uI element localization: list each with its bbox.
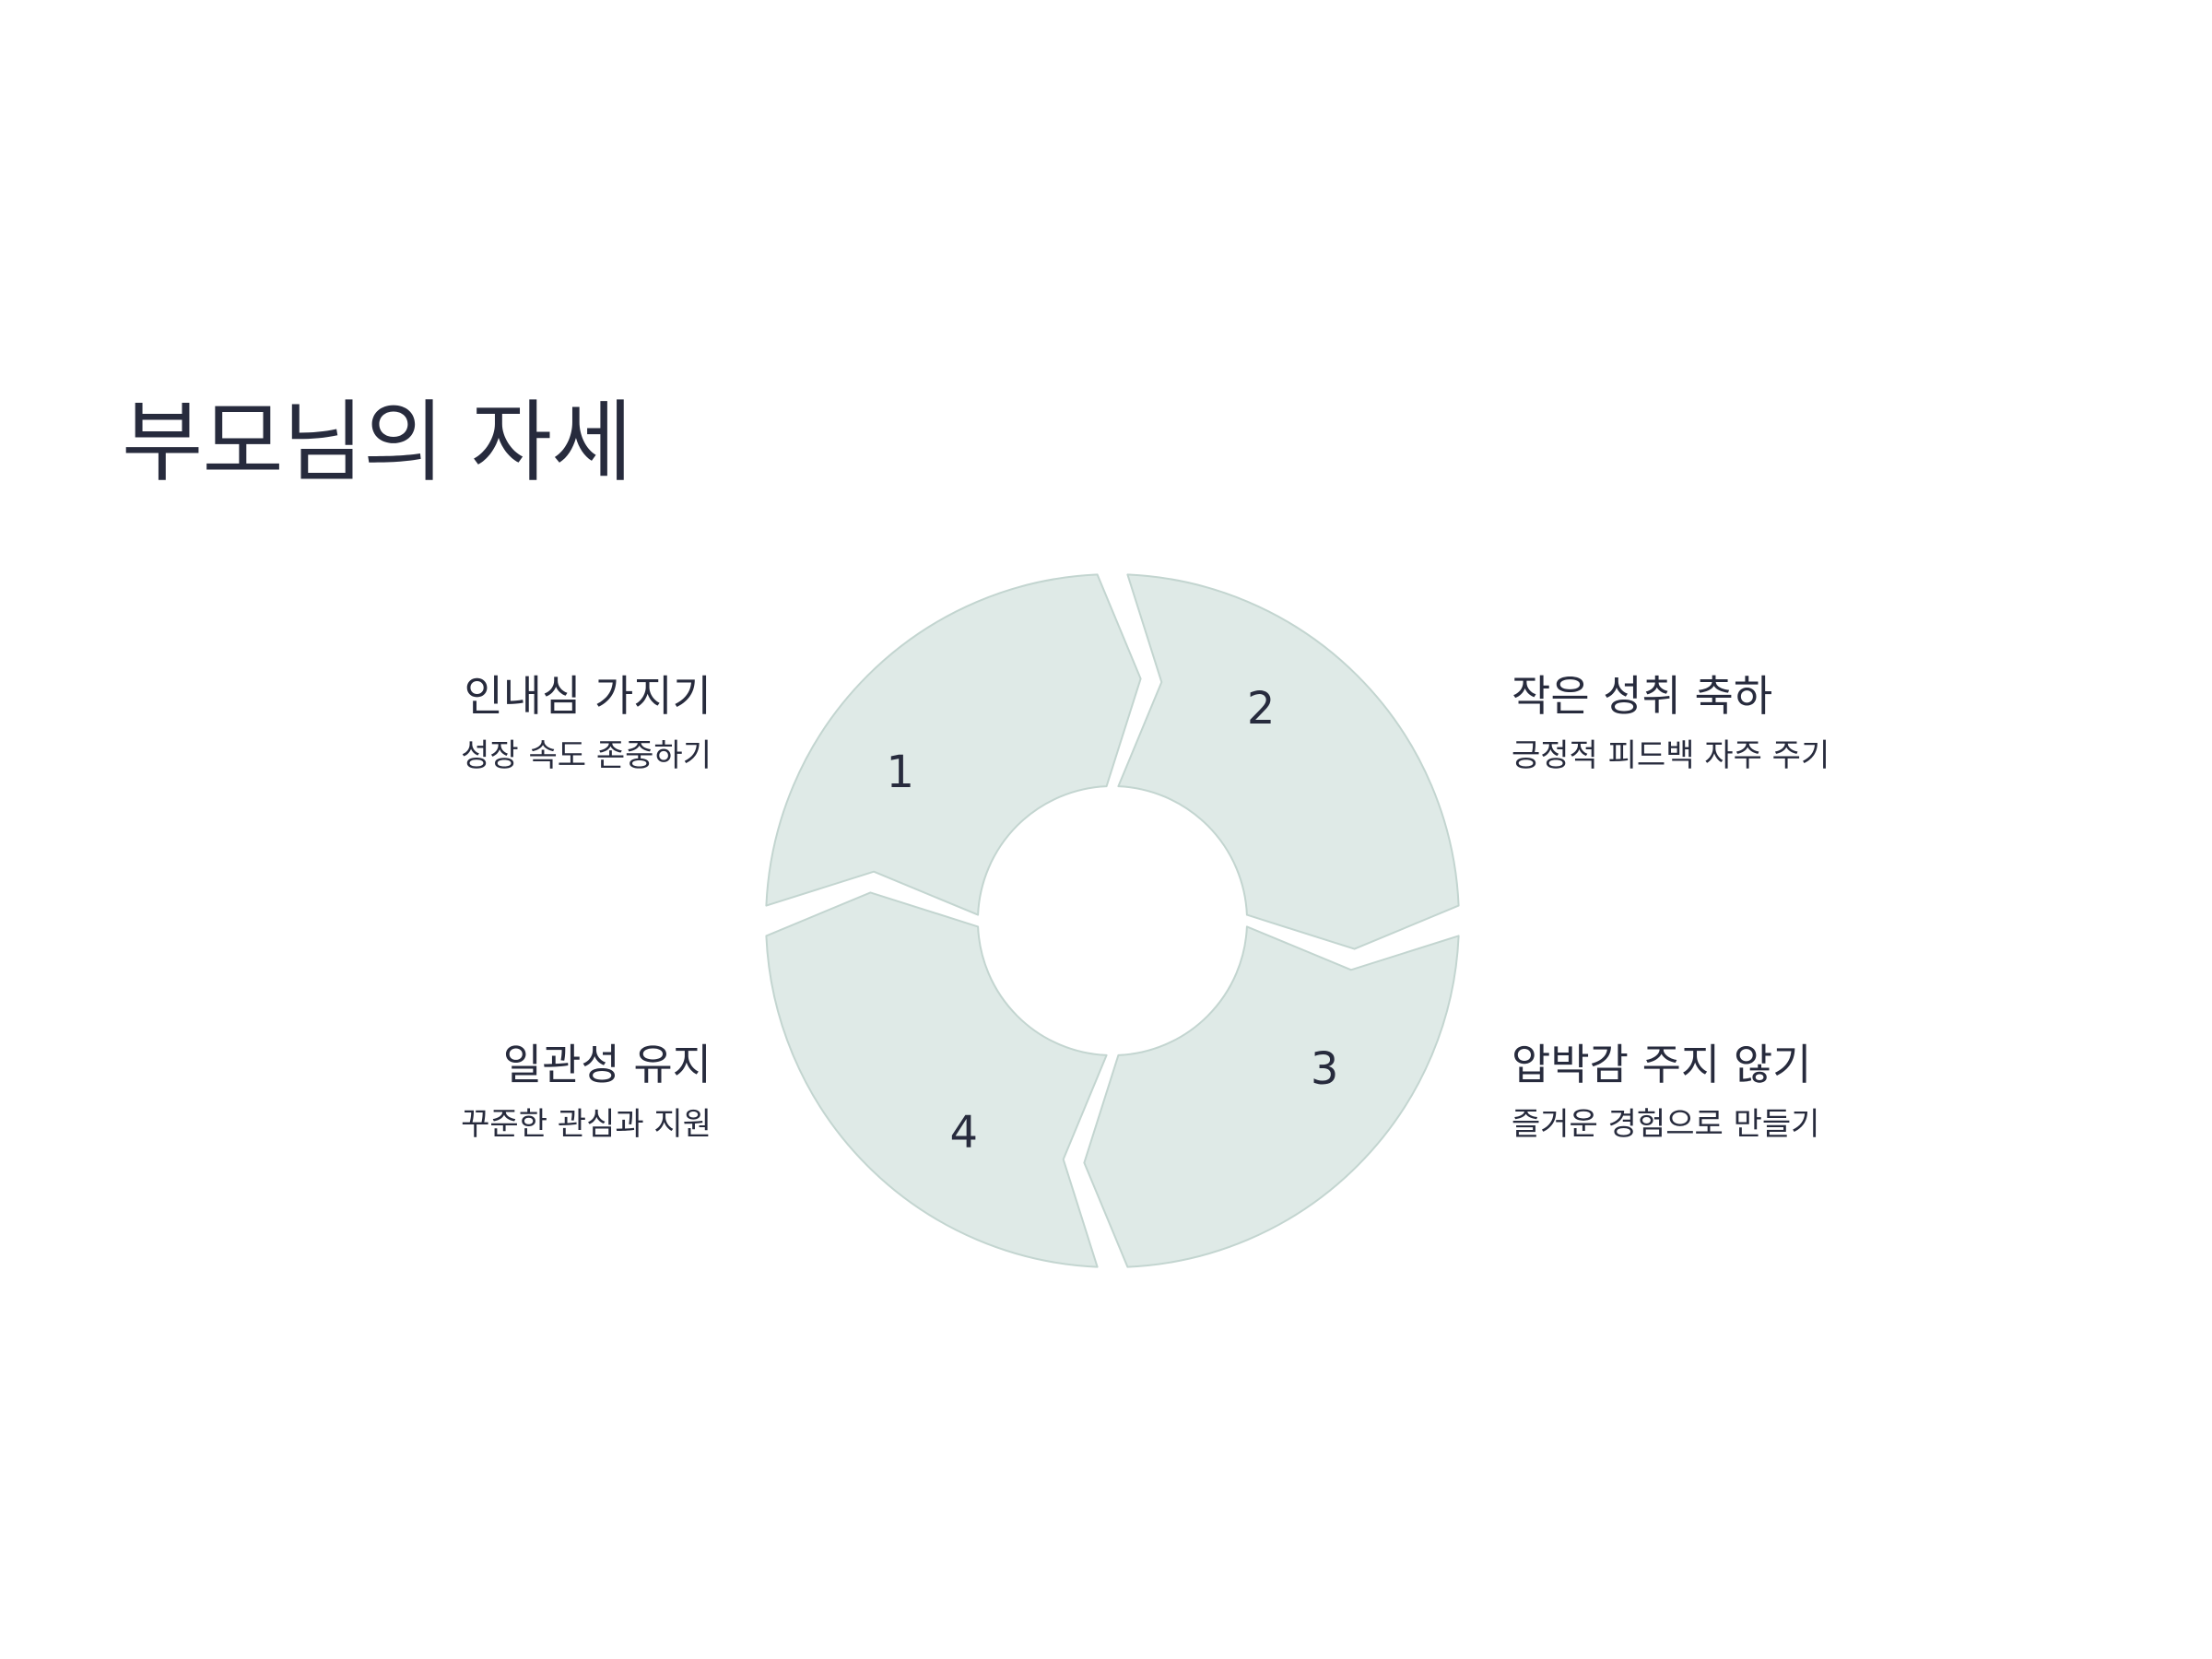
step-2: 작은 성취 축하 긍정적 피드백 자주 주기 (1512, 671, 1991, 776)
cycle-number-4: 4 (950, 1107, 979, 1159)
cycle-segment-4 (765, 891, 1108, 1268)
step-2-description: 긍정적 피드백 자주 주기 (1512, 737, 1830, 775)
cycle-number-1: 1 (887, 747, 915, 798)
step-3: 압박감 주지 않기 즐거운 경험으로 만들기 (1512, 1040, 1991, 1145)
step-3-description: 즐거운 경험으로 만들기 (1512, 1106, 1820, 1144)
step-3-heading: 압박감 주지 않기 (1512, 1040, 1812, 1089)
cycle-segment-2 (1117, 573, 1460, 950)
cycle-segment-1 (765, 573, 1142, 916)
cycle-number-2: 2 (1247, 683, 1276, 735)
step-1-heading: 인내심 가지기 (464, 671, 712, 721)
cycle-number-3: 3 (1311, 1043, 1339, 1095)
step-2-heading: 작은 성취 축하 (1512, 671, 1773, 721)
step-4-description: 꾸준한 관심과 지원 (461, 1106, 712, 1144)
step-1: 인내심 가지기 성장 속도 존중하기 (232, 671, 712, 776)
cycle-numbers: 1 2 3 4 (887, 683, 1339, 1159)
slide-title: 부모님의 자세 (122, 391, 632, 494)
step-4-heading: 일관성 유지 (502, 1040, 712, 1089)
step-1-description: 성장 속도 존중하기 (461, 737, 712, 775)
step-4: 일관성 유지 꾸준한 관심과 지원 (232, 1040, 712, 1145)
cycle-segments (765, 573, 1460, 1268)
cycle-segment-3 (1083, 925, 1460, 1268)
